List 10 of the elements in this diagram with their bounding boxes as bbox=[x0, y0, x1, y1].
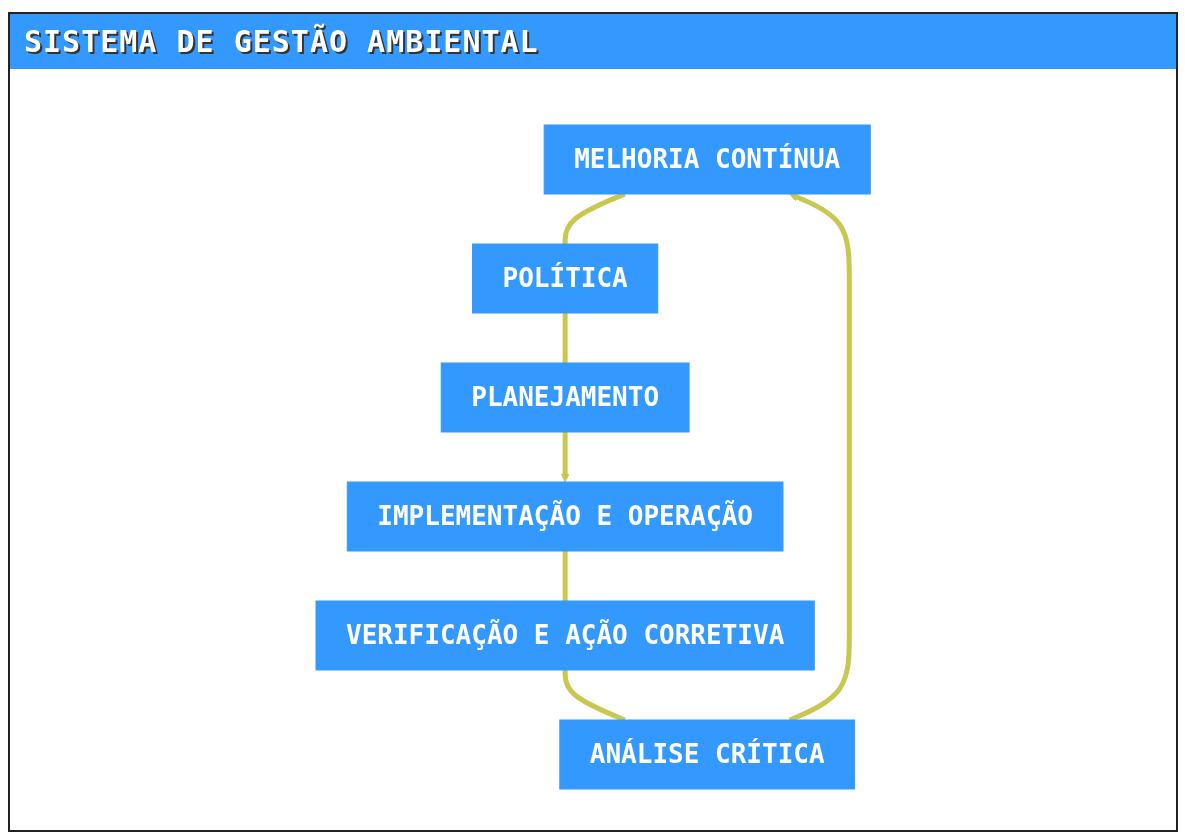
node-box: IMPLEMENTAÇÃO E OPERAÇÃO bbox=[346, 481, 784, 552]
connector bbox=[562, 313, 568, 363]
node-box: POLÍTICA bbox=[471, 243, 659, 314]
connector bbox=[562, 551, 568, 601]
diagram-title: SISTEMA DE GESTÃO AMBIENTAL bbox=[10, 14, 1176, 69]
arrow bbox=[560, 432, 570, 483]
node-box: VERIFICAÇÃO E AÇÃO CORRETIVA bbox=[315, 600, 815, 671]
node-box: ANÁLISE CRÍTICA bbox=[559, 719, 855, 790]
node-box: PLANEJAMENTO bbox=[440, 362, 690, 433]
node-box: MELHORIA CONTÍNUA bbox=[543, 124, 871, 195]
